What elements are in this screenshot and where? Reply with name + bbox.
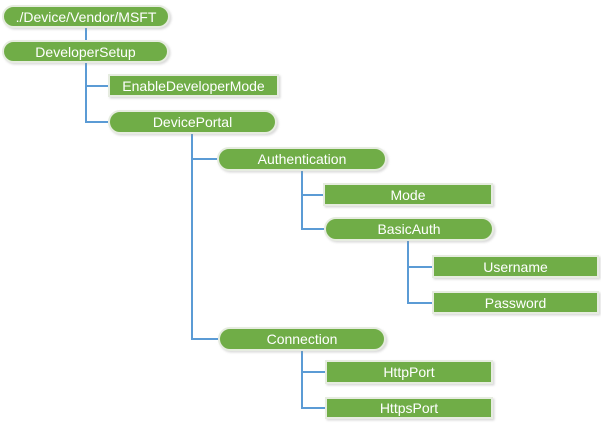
node-device-vendor-msft: ./Device/Vendor/MSFT xyxy=(2,5,170,28)
connector-connection-trunk xyxy=(301,351,303,409)
connector-branch-httpsport xyxy=(303,407,325,409)
node-deviceportal: DevicePortal xyxy=(108,110,277,134)
node-password: Password xyxy=(432,291,599,314)
connector-basicauth-trunk xyxy=(407,241,409,304)
connector-msft-developersetup xyxy=(85,28,87,40)
connector-branch-basicauth xyxy=(303,228,324,230)
node-basicauth: BasicAuth xyxy=(324,217,494,241)
connector-branch-authentication xyxy=(193,158,217,160)
connector-authentication-trunk xyxy=(301,171,303,230)
connector-developersetup-trunk xyxy=(85,63,87,123)
connector-branch-username xyxy=(409,266,432,268)
connector-branch-connection xyxy=(193,338,218,340)
node-httpport: HttpPort xyxy=(325,360,493,384)
connector-branch-enabledevelopermode xyxy=(87,85,108,87)
node-httpsport: HttpsPort xyxy=(325,397,493,419)
node-connection: Connection xyxy=(218,327,386,351)
connector-branch-password xyxy=(409,302,432,304)
connector-branch-deviceportal xyxy=(87,121,108,123)
node-enabledevelopermode: EnableDeveloperMode xyxy=(108,74,279,97)
connector-deviceportal-trunk xyxy=(191,134,193,340)
connector-branch-httpport xyxy=(303,371,325,373)
node-developersetup: DeveloperSetup xyxy=(2,40,169,63)
node-authentication: Authentication xyxy=(217,147,387,171)
node-username: Username xyxy=(432,255,599,278)
node-mode: Mode xyxy=(323,183,493,206)
connector-branch-mode xyxy=(303,194,323,196)
